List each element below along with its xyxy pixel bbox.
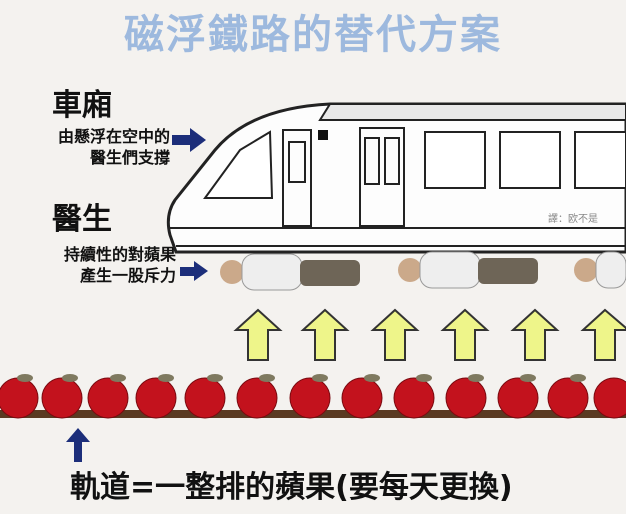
up-arrow-icon — [580, 308, 626, 361]
carriage-description: 由懸浮在空中的 醫生們支撐 — [0, 126, 170, 168]
carriage-description-line1: 由懸浮在空中的 — [57, 127, 170, 146]
doctors-description-line1: 持續性的對蘋果 — [63, 245, 176, 264]
apple-track — [0, 374, 626, 419]
up-arrow-icon — [370, 308, 420, 361]
up-arrow-icon — [510, 308, 560, 361]
up-arrow-icon — [300, 308, 350, 361]
maglev-train — [166, 102, 626, 254]
up-arrow-icon — [440, 308, 490, 361]
doctors-description-line2: 產生一股斥力 — [79, 266, 176, 285]
track-pointer-arrow — [66, 428, 90, 462]
carriage-label: 車廂 — [52, 88, 112, 123]
doctor-figure — [220, 253, 360, 291]
doctor-figure — [398, 251, 538, 289]
doctors-pointer-arrow — [180, 261, 208, 281]
page-title: 磁浮鐵路的替代方案 — [124, 12, 502, 58]
up-arrow-icon — [233, 308, 283, 361]
track-caption: 軌道=一整排的蘋果(要每天更換) — [70, 470, 513, 505]
doctors-row — [220, 251, 626, 291]
doctors-label: 醫生 — [52, 202, 112, 237]
repulsion-arrows — [233, 308, 626, 361]
doctors-description: 持續性的對蘋果 產生一股斥力 — [0, 244, 176, 286]
translator-credit: 譯：欧不是 — [548, 214, 598, 225]
carriage-pointer-arrow — [172, 128, 206, 152]
doctor-figure — [574, 251, 626, 289]
carriage-description-line2: 醫生們支撐 — [89, 148, 170, 167]
